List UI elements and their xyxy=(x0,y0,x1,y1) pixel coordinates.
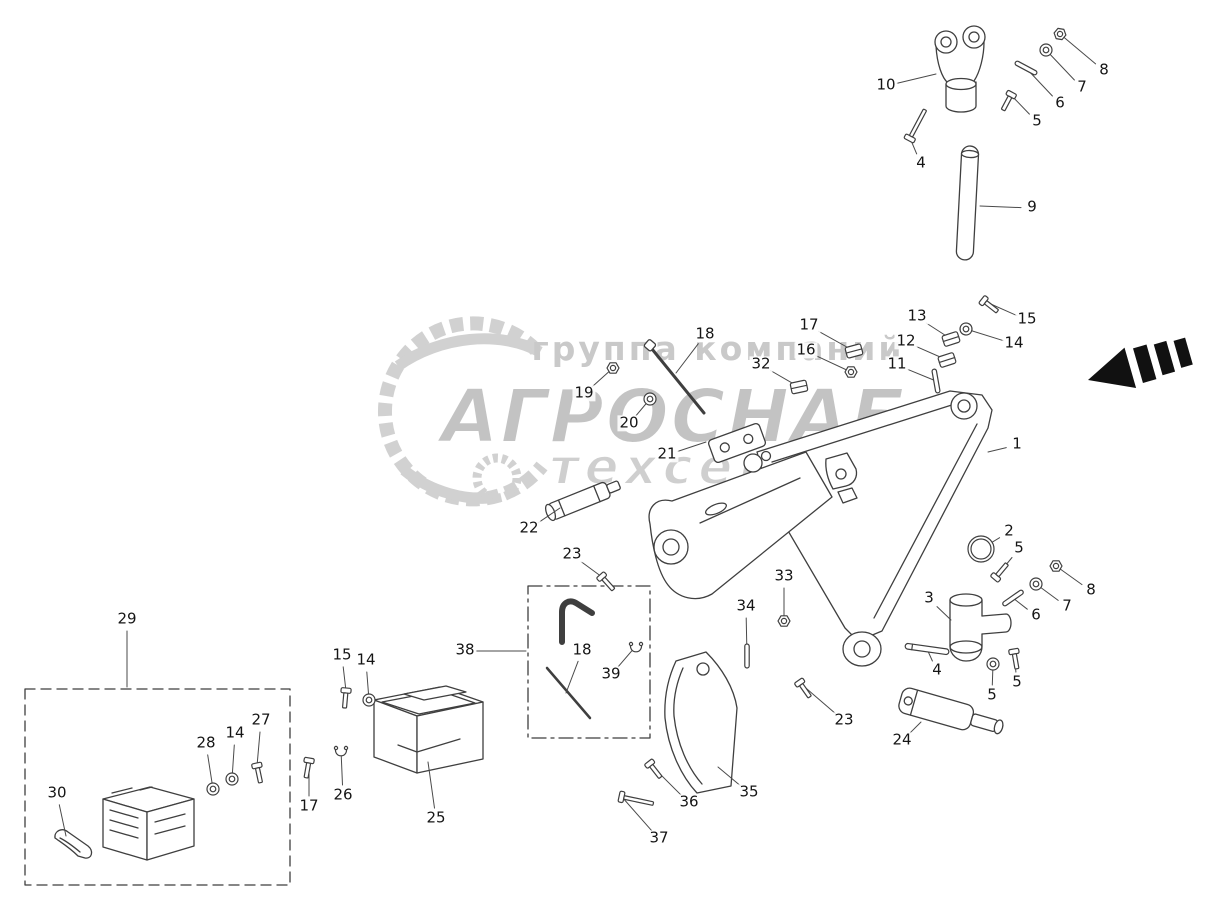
part-glyph-fitting-12 xyxy=(937,351,957,369)
part-glyph-fitting-13 xyxy=(941,330,961,348)
part-hexkey-18 xyxy=(545,598,595,720)
group-box-29 xyxy=(24,688,291,886)
part-glyph-bolt-15 xyxy=(977,294,1002,317)
part-glyph-clip-26 xyxy=(333,745,349,757)
part-glyph-nut-16 xyxy=(844,366,858,378)
part-glyph-pin-34 xyxy=(744,643,750,669)
part-glyph-clip-39 xyxy=(628,641,644,653)
part-box-25 xyxy=(373,685,484,774)
part-glyph-washer-5 xyxy=(986,657,1000,671)
part-glyph-washer-14 xyxy=(225,772,239,786)
part-glyph-bolt-15 xyxy=(338,686,352,709)
part-glyph-washer-20 xyxy=(643,392,657,406)
part-glyph-washer-28 xyxy=(206,782,220,796)
part-glyph-boltlong-37 xyxy=(617,790,656,810)
part-glyph-bolt-5 xyxy=(989,560,1012,584)
part-glyph-washer-14 xyxy=(362,693,376,707)
part-glyph-boltlong-4 xyxy=(903,106,931,144)
part-glyph-nut-33 xyxy=(777,615,791,627)
part-glyph-washer-7 xyxy=(1039,43,1053,57)
part-pin-9 xyxy=(955,145,980,261)
part-bracket-21 xyxy=(708,422,766,464)
part-cylinder-24 xyxy=(898,687,1004,735)
part-glyph-oring-2 xyxy=(967,535,995,563)
group-box-38 xyxy=(527,585,651,739)
part-glyph-pinlong-4 xyxy=(904,642,950,656)
part-glyph-bolt-5 xyxy=(998,89,1018,113)
part-glyph-pin-6 xyxy=(1013,59,1039,77)
callout-leader-lines xyxy=(58,27,1097,837)
part-glyph-nut-19 xyxy=(606,362,620,374)
part-bracket-35 xyxy=(664,651,738,794)
part-glyph-bolt-17 xyxy=(300,756,316,780)
part-yoke-10 xyxy=(934,25,986,113)
part-glyph-bolt-27 xyxy=(250,761,267,785)
part-handle-30 xyxy=(54,829,93,859)
part-elbow-3 xyxy=(949,593,1012,662)
direction-arrow xyxy=(1088,337,1193,389)
part-rod-18 xyxy=(643,339,706,415)
part-glyph-pin-11 xyxy=(931,368,941,394)
part-glyph-bolt-23 xyxy=(793,677,815,701)
part-glyph-bolt-36 xyxy=(643,757,666,782)
part-toolbox-29 xyxy=(102,786,195,861)
part-glyph-bolt-23 xyxy=(595,570,618,594)
part-frame-1 xyxy=(648,390,993,667)
part-glyph-nut-8 xyxy=(1049,560,1063,572)
part-glyph-washer-14 xyxy=(957,320,975,338)
part-glyph-bolt-5 xyxy=(1007,647,1023,671)
part-glyph-washer-7 xyxy=(1029,577,1043,591)
